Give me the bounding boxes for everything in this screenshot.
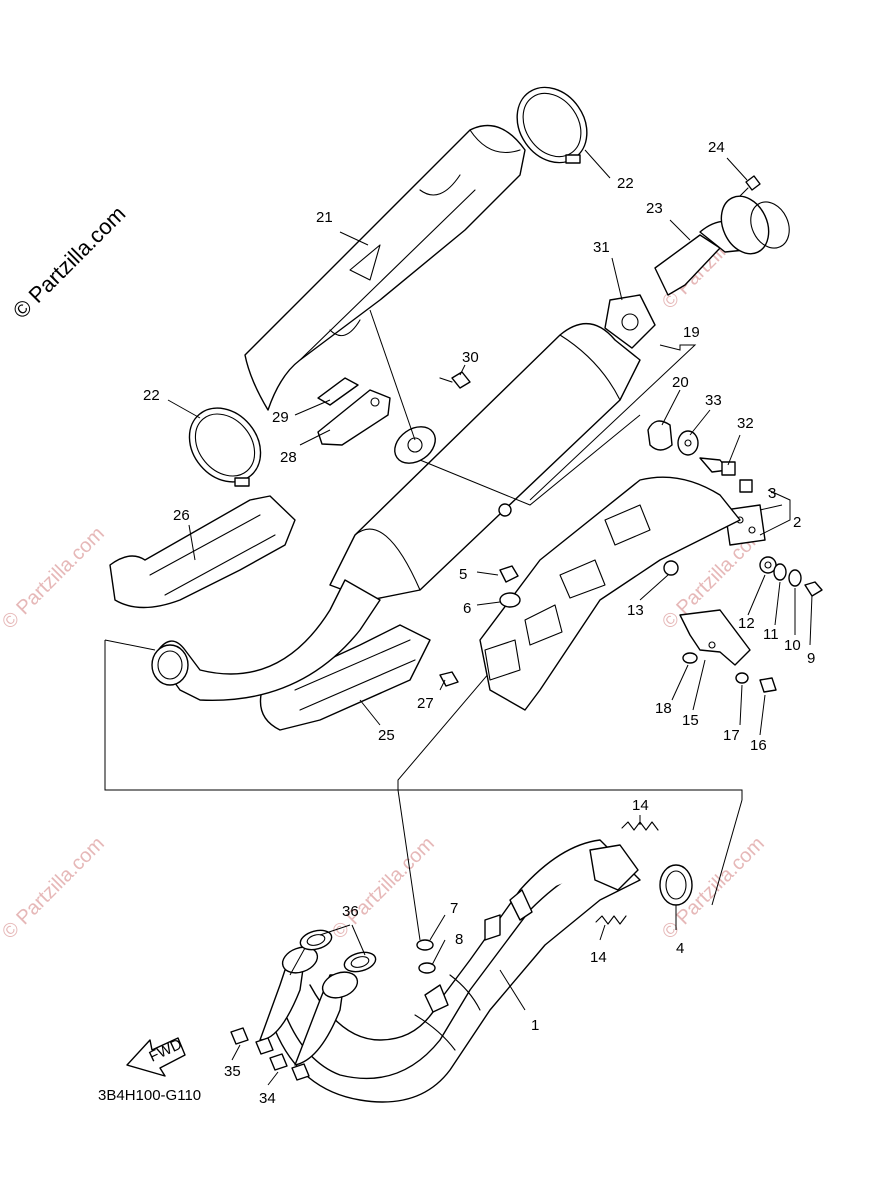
- callout-5: 5: [459, 566, 467, 583]
- bolt-5: [499, 565, 519, 583]
- callout-36: 36: [342, 903, 359, 920]
- muffler-body: [329, 322, 641, 601]
- bracket-28: [317, 389, 391, 446]
- callout-16: 16: [750, 737, 767, 754]
- callout-29: 29: [272, 409, 289, 426]
- callout-25: 25: [378, 727, 395, 744]
- bolt-16: [759, 677, 777, 693]
- fwd-arrow-icon: FWD: [126, 1036, 186, 1077]
- collar-8: [418, 962, 436, 974]
- callout-14-upper: 14: [632, 797, 649, 814]
- callout-4: 4: [676, 940, 684, 957]
- collar-6: [499, 592, 521, 608]
- callout-31: 31: [593, 239, 610, 256]
- callout-28: 28: [280, 449, 297, 466]
- copyright-watermark: © Partzilla.com: [8, 201, 131, 324]
- callout-6: 6: [463, 600, 471, 617]
- callout-12: 12: [738, 615, 755, 632]
- callout-labels: 1 2 3 4 5 6 7 8 9 10 11 12 13 14 14 15 1…: [143, 139, 815, 1107]
- clamp-band-left: [188, 407, 262, 487]
- stay-3: [739, 479, 753, 493]
- gasket-4: [659, 864, 693, 906]
- callout-33: 33: [705, 392, 722, 409]
- callout-22-left: 22: [143, 387, 160, 404]
- nuts-35: [230, 1027, 274, 1055]
- clamp-band-top: [516, 86, 588, 164]
- assembly-bracket: [104, 624, 743, 941]
- leader-lines: [167, 149, 813, 1086]
- diagram-code: 3B4H100-G110: [98, 1087, 201, 1104]
- mid-pipe: [151, 579, 381, 702]
- gasket-31: [604, 294, 656, 349]
- callout-26: 26: [173, 507, 190, 524]
- gasket-36-a: [299, 929, 333, 951]
- washer-17: [735, 672, 749, 684]
- heat-shield-upper: [244, 124, 526, 411]
- callout-3: 3: [768, 485, 776, 502]
- callout-19: 19: [683, 324, 700, 341]
- watermark-repeat: © Partzilla.com: [0, 833, 109, 944]
- callout-32: 32: [737, 415, 754, 432]
- callout-2: 2: [793, 514, 801, 531]
- callout-24: 24: [708, 139, 725, 156]
- callout-9: 9: [807, 650, 815, 667]
- rear-protector: [479, 476, 741, 711]
- bolt-30: [439, 371, 471, 389]
- watermark-repeat: © Partzilla.com: [0, 523, 109, 634]
- callout-21: 21: [316, 209, 333, 226]
- spring-14-lower: [595, 915, 627, 925]
- callout-15: 15: [682, 712, 699, 729]
- callout-23: 23: [646, 200, 663, 217]
- exhaust-pipe-1: [274, 839, 641, 1103]
- bolt-24: [739, 175, 761, 197]
- callout-7: 7: [450, 900, 458, 917]
- washer-11: [773, 563, 787, 581]
- callout-22-top: 22: [617, 175, 634, 192]
- washer-10: [788, 569, 802, 587]
- callout-27: 27: [417, 695, 434, 712]
- protector-26: [109, 495, 296, 609]
- callout-18: 18: [655, 700, 672, 717]
- grommet-13: [663, 560, 679, 576]
- callout-30: 30: [462, 349, 479, 366]
- header-tubes: [259, 946, 359, 1066]
- callout-14-lower: 14: [590, 949, 607, 966]
- guard-15: [679, 609, 751, 666]
- callout-35: 35: [224, 1063, 241, 1080]
- tail-pipe-23: [654, 195, 790, 296]
- callout-10: 10: [784, 637, 801, 654]
- callout-20: 20: [672, 374, 689, 391]
- collar-7: [416, 939, 434, 951]
- callout-1: 1: [531, 1017, 539, 1034]
- grommet-20: [647, 420, 673, 451]
- callout-8: 8: [455, 931, 463, 948]
- protector-25: [259, 624, 431, 731]
- callout-11: 11: [763, 626, 779, 643]
- gasket-36-b: [343, 951, 377, 973]
- damper-29: [317, 377, 359, 406]
- nuts-34: [269, 1053, 310, 1081]
- washer-18: [682, 652, 698, 664]
- bolt-32: [699, 457, 736, 476]
- callout-17: 17: [723, 727, 740, 744]
- callout-34: 34: [259, 1090, 276, 1107]
- collar-33: [677, 430, 699, 456]
- callout-13: 13: [627, 602, 644, 619]
- bolt-9: [804, 581, 823, 597]
